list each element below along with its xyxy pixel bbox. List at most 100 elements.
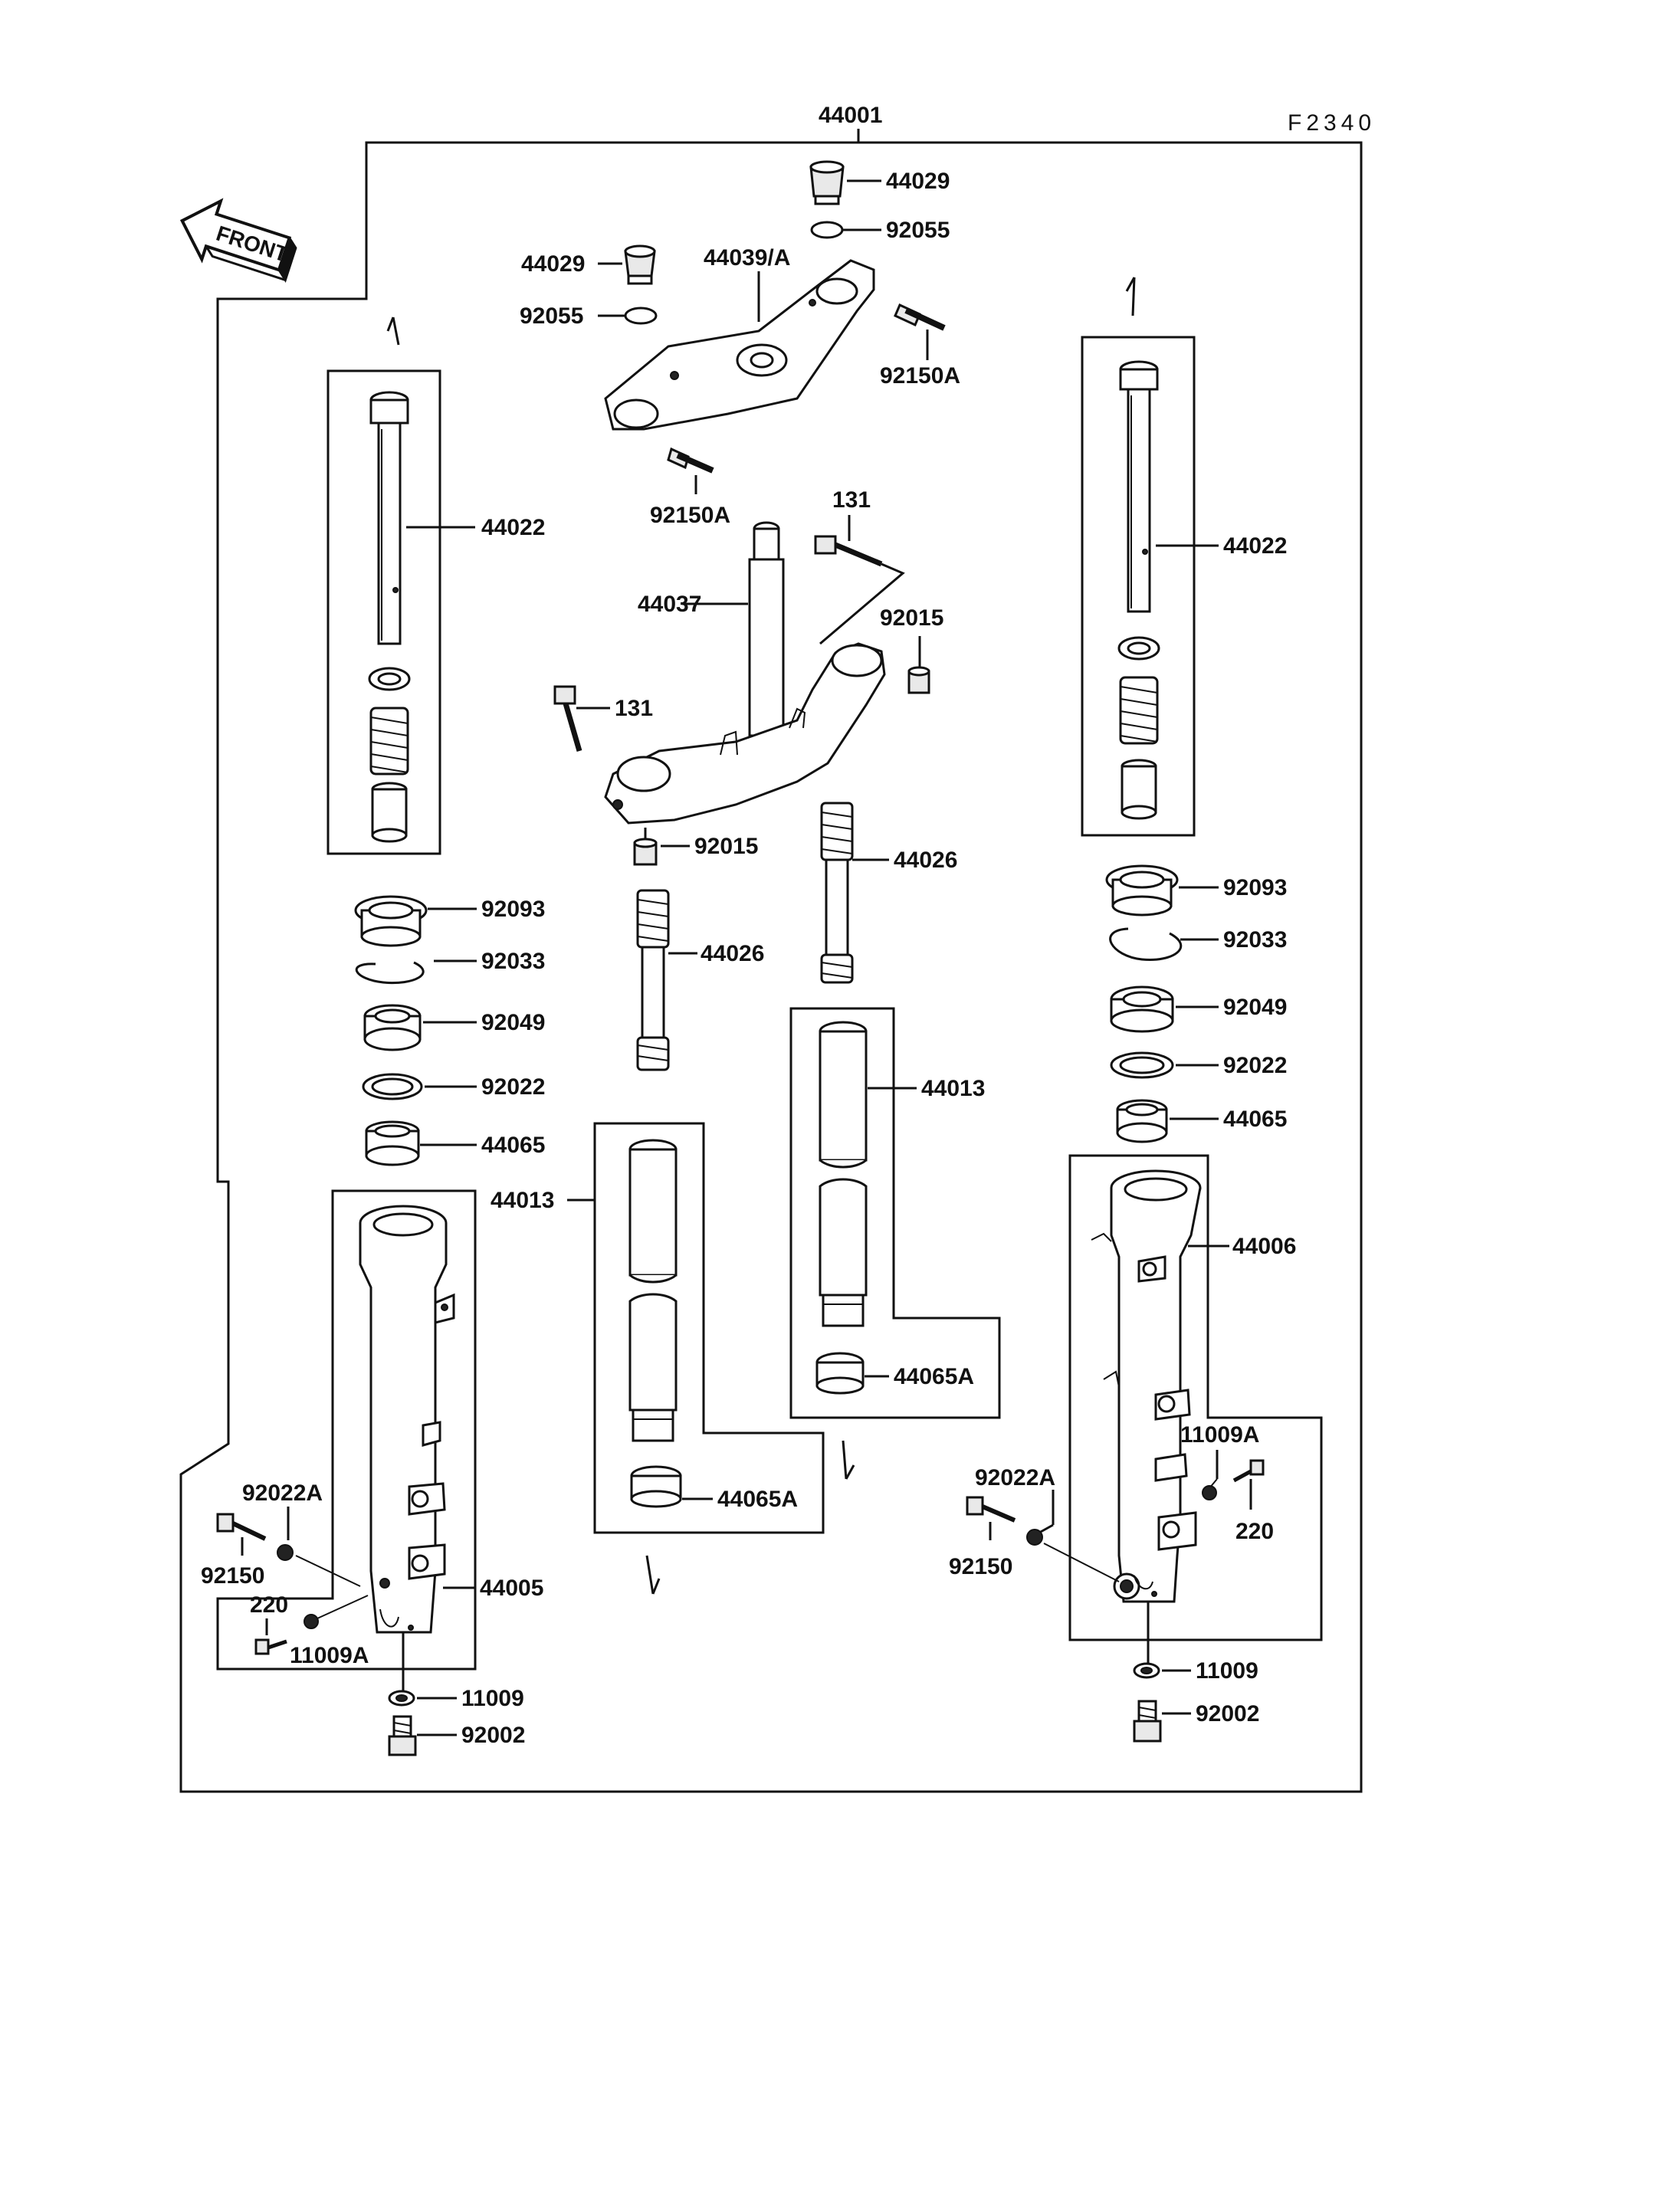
arrow-down-icon [645, 1555, 655, 1595]
callout-washer-a-right: 92022A [975, 1465, 1055, 1490]
o-ring-icon [624, 307, 658, 325]
callout-guide-bush-left: 44065 [481, 1133, 545, 1158]
left-outer-tube-box [216, 1189, 477, 1671]
upper-bracket-icon [604, 259, 875, 431]
guide-bush-icon [365, 1120, 420, 1166]
coil-spring-icon [1119, 676, 1159, 745]
inner-spring-icon [636, 889, 670, 1071]
callout-gasket-left: 11009A [290, 1643, 369, 1668]
inner-spring-icon [820, 802, 854, 984]
inner-tube-icon [628, 1139, 678, 1442]
callout-outer-tube-right: 44006 [1232, 1234, 1296, 1259]
fork-damper-rod-icon [1119, 360, 1159, 613]
inner-tube-icon [819, 1021, 868, 1327]
inner-tube-box-right [789, 1007, 1001, 1419]
cap-bolt-icon [809, 160, 845, 205]
callout-bolt-left: 92150 [201, 1563, 264, 1589]
callout-drain-gasket-right: 11009 [1196, 1658, 1258, 1684]
callout-stem-bracket: 44037 [638, 592, 701, 617]
outer-tube-icon [1091, 1169, 1202, 1603]
callout-upper-bolt-right: 92150A [880, 363, 960, 389]
callout-dust-seal-right: 92093 [1223, 875, 1287, 900]
seat-icon [371, 782, 408, 843]
left-spring-box [326, 369, 441, 855]
callout-cap-bolt-left: 44029 [521, 251, 585, 277]
oil-seal-icon [1110, 985, 1174, 1033]
front-arrow-icon: FRONT [179, 198, 297, 283]
callout-dust-seal-left: 92093 [481, 897, 545, 922]
callout-assembly: 44001 [819, 103, 882, 128]
coil-spring-icon [369, 707, 409, 776]
assembly-boundary [179, 141, 1363, 1793]
arrow-up-icon [392, 316, 400, 346]
sheet-code: F2340 [1288, 110, 1376, 136]
callout-bolt-right: 92150 [949, 1554, 1012, 1579]
slide-bush-icon [815, 1352, 865, 1395]
screw-icon [254, 1638, 287, 1655]
callout-slide-bush-center-left: 44065A [717, 1487, 798, 1512]
bolt-icon [553, 685, 582, 752]
callout-oring-left: 92055 [520, 303, 583, 329]
arrow-down-icon [842, 1440, 848, 1480]
oil-seal-icon [363, 1004, 422, 1051]
callout-washer-right: 92022 [1223, 1053, 1287, 1078]
callout-washer-a-left: 92022A [242, 1481, 323, 1506]
fork-damper-rod-icon [369, 391, 409, 645]
callout-cap-bolt-right: 44029 [886, 169, 950, 194]
callout-stem-bolt-left: 131 [615, 696, 653, 721]
stem-bracket-icon [604, 521, 886, 825]
callout-circlip-right: 92033 [1223, 927, 1287, 953]
dust-seal-icon [1105, 864, 1179, 917]
outer-tube-icon [359, 1205, 455, 1634]
drain-bolt-icon [388, 1715, 417, 1756]
bolt-icon [894, 303, 946, 331]
callout-washer-left: 92022 [481, 1074, 545, 1100]
callout-oring-right: 92055 [886, 218, 950, 243]
callout-spring-left-fork: 44022 [481, 515, 545, 540]
callout-gasket-right: 11009A [1180, 1422, 1259, 1448]
callout-drain-bolt-left: 92002 [461, 1723, 525, 1748]
screw-icon [1232, 1459, 1265, 1483]
inner-tube-box-left [593, 1122, 825, 1534]
guide-bush-icon [1116, 1099, 1168, 1143]
callout-drain-gasket-left: 11009 [461, 1686, 524, 1711]
callout-upper-bracket: 44039/A [704, 245, 790, 271]
callout-bleed-screw-left: 220 [250, 1592, 288, 1618]
circlip-icon [1109, 927, 1183, 962]
plug-icon [907, 666, 930, 694]
cap-bolt-icon [624, 244, 656, 285]
callout-bleed-screw-right: 220 [1235, 1519, 1274, 1544]
callout-center-spring-right: 44026 [894, 848, 957, 873]
washer-icon [277, 1544, 294, 1561]
callout-stem-bolt-right: 131 [832, 487, 871, 513]
callout-circlip-left: 92033 [481, 949, 545, 974]
gasket-icon [1202, 1485, 1217, 1500]
callout-plug-right: 92015 [880, 605, 943, 631]
callout-upper-bolt-left: 92150A [650, 503, 730, 528]
slide-bush-icon [630, 1465, 682, 1508]
callout-outer-tube-left: 44005 [480, 1576, 543, 1601]
callout-drain-bolt-right: 92002 [1196, 1701, 1259, 1726]
bolt-icon [814, 535, 883, 567]
callout-center-spring-left: 44026 [701, 941, 764, 966]
washer-icon [1026, 1529, 1043, 1546]
bolt-icon [966, 1496, 1016, 1523]
plug-icon [633, 838, 658, 866]
bolt-icon [667, 447, 714, 474]
drain-bolt-icon [1133, 1700, 1162, 1743]
callout-spring-right-fork: 44022 [1223, 533, 1287, 559]
right-spring-box [1081, 336, 1196, 837]
callout-inner-tube-center-left: 44013 [491, 1188, 554, 1213]
right-outer-tube-box [1068, 1154, 1323, 1641]
callout-slide-bush-center-right: 44065A [894, 1364, 974, 1389]
bolt-icon [216, 1513, 267, 1541]
seat-icon [1121, 759, 1157, 820]
callout-inner-tube-center-right: 44013 [921, 1076, 985, 1101]
callout-plug-left: 92015 [694, 834, 758, 859]
arrow-up-icon [1131, 277, 1136, 316]
circlip-icon [355, 961, 425, 985]
gasket-icon [304, 1614, 319, 1629]
o-ring-icon [810, 221, 844, 239]
callout-oil-seal-right: 92049 [1223, 995, 1287, 1020]
